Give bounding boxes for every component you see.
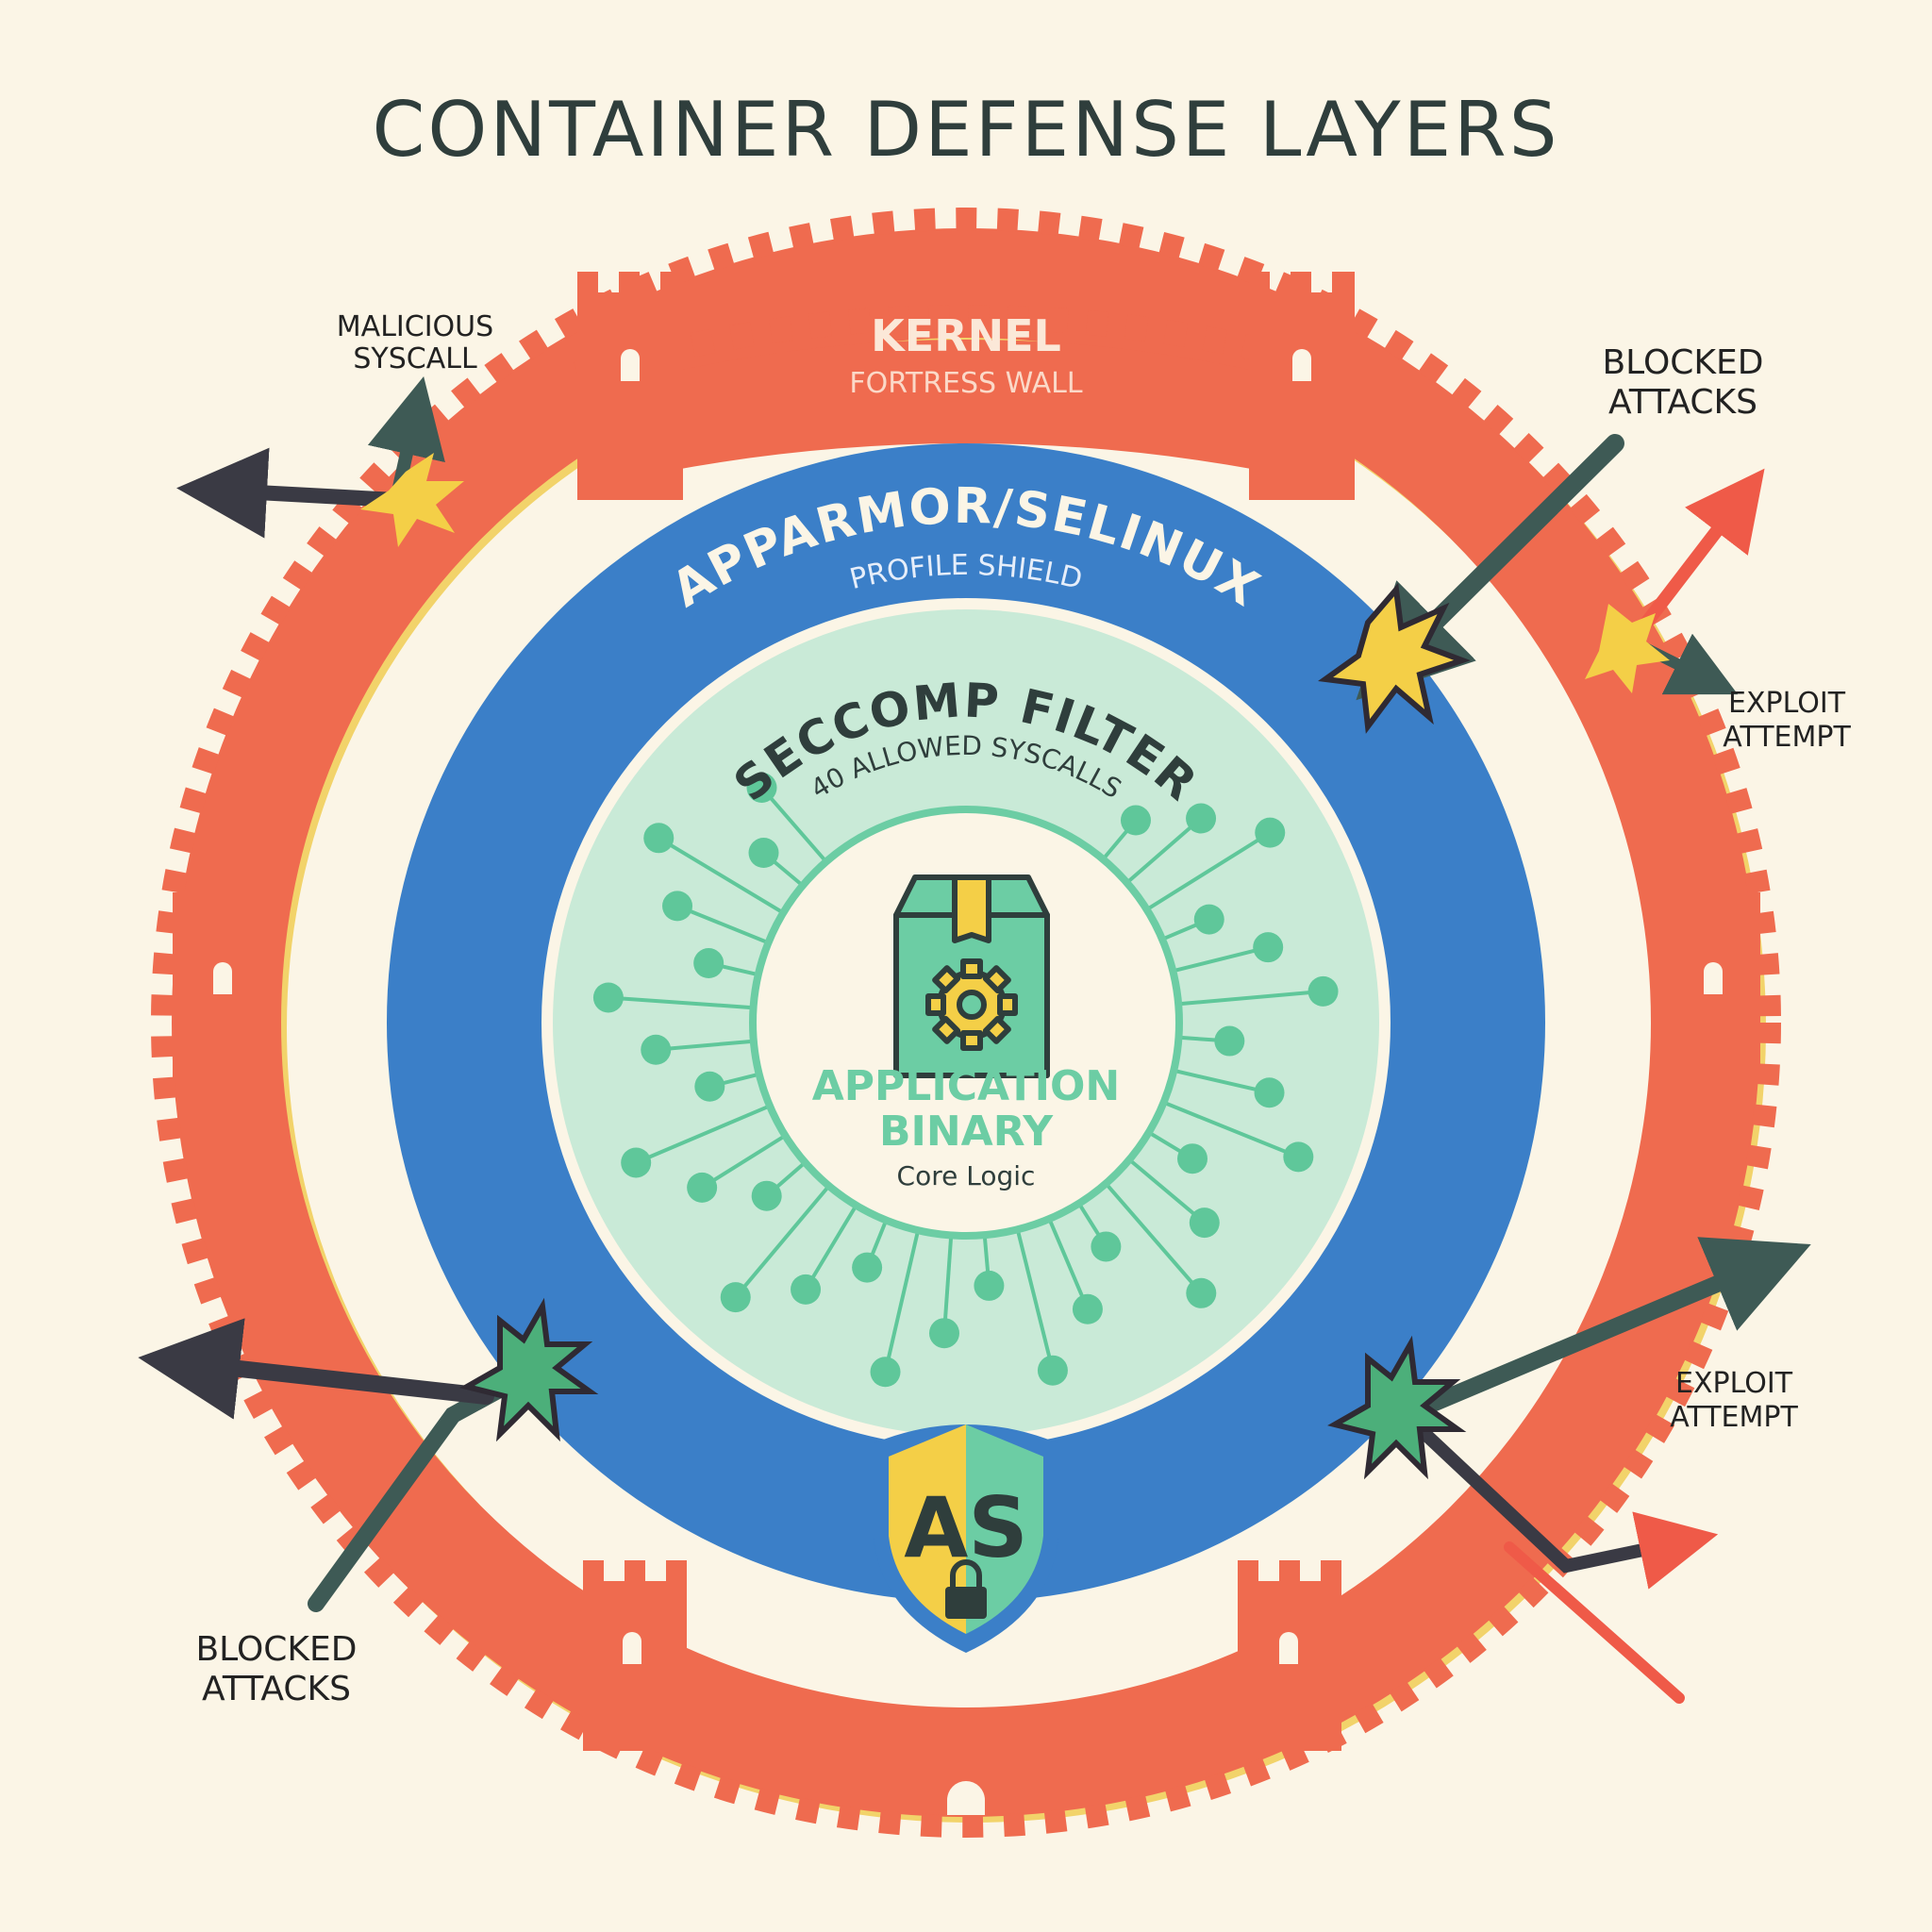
- syscall-node-group: [592, 772, 1339, 1388]
- tower-right: [1666, 892, 1760, 1083]
- syscall-node: [1186, 1277, 1217, 1308]
- syscall-node: [693, 948, 724, 979]
- syscall-link: [1172, 945, 1269, 974]
- syscall-node: [643, 823, 675, 854]
- syscall-link: [656, 1039, 755, 1052]
- tower-top-left: [577, 272, 683, 500]
- syscall-link: [734, 1184, 831, 1299]
- impact-burst-icon: [1585, 604, 1670, 693]
- syscall-node: [1037, 1355, 1068, 1386]
- syscall-node: [592, 982, 624, 1013]
- syscall-node: [1072, 1293, 1103, 1324]
- syscall-node: [1177, 1143, 1208, 1174]
- exploit-attempt-label-top: EXPLOIT: [1728, 687, 1846, 720]
- syscall-link: [1145, 830, 1272, 911]
- impact-burst-icon: [1327, 1335, 1467, 1480]
- syscall-node: [694, 1071, 725, 1102]
- syscall-link: [658, 836, 785, 915]
- syscall-link: [1015, 1228, 1055, 1372]
- syscall-node: [1255, 817, 1286, 848]
- syscall-link: [941, 1235, 954, 1334]
- syscall-node: [1091, 1231, 1122, 1262]
- exploit-attempt-label-bottom: ATTEMPT: [1670, 1401, 1798, 1434]
- malicious-syscall-label: SYSCALL: [353, 342, 477, 375]
- tower-top-right: [1249, 272, 1355, 500]
- kernel-label: KERNEL: [871, 310, 1061, 361]
- tower-bottom-left: [583, 1560, 687, 1751]
- syscall-link: [883, 1229, 921, 1373]
- syscall-node: [1253, 932, 1284, 963]
- syscall-link: [1127, 1158, 1207, 1224]
- syscall-link: [701, 1134, 787, 1190]
- syscall-node: [1193, 904, 1224, 935]
- impact-burst-icon: [1318, 582, 1471, 734]
- gate: [947, 1781, 985, 1815]
- syscall-link: [1047, 1218, 1090, 1310]
- syscall-node: [1189, 1208, 1220, 1239]
- gear-icon: [925, 958, 1018, 1051]
- syscall-node: [1120, 805, 1151, 836]
- syscall-node: [687, 1172, 718, 1203]
- application-label-line2: BINARY: [879, 1108, 1054, 1156]
- syscall-link: [1177, 989, 1324, 1007]
- blocked-attacks-label-top: ATTACKS: [1608, 383, 1757, 422]
- syscall-node: [1214, 1025, 1245, 1057]
- syscall-node: [791, 1274, 822, 1305]
- syscall-link: [804, 1204, 858, 1291]
- application-label-line1: APPLICATION: [812, 1062, 1121, 1110]
- tower-left: [173, 892, 267, 1083]
- exploit-arrow-bottom: [1397, 1237, 1811, 1424]
- diagram-title: CONTAINER DEFENSE LAYERS: [372, 86, 1559, 174]
- syscall-node: [746, 772, 777, 803]
- syscall-link: [635, 1104, 771, 1165]
- syscall-node: [1186, 803, 1217, 834]
- syscall-node: [1283, 1141, 1314, 1173]
- syscall-node: [621, 1147, 652, 1178]
- syscall-node: [852, 1252, 883, 1283]
- impact-burst-icon: [360, 453, 464, 547]
- syscall-link: [759, 786, 828, 863]
- attack-arrows: [138, 376, 1811, 1704]
- malicious-syscall-arrow: [176, 447, 404, 539]
- syscall-node: [751, 1180, 782, 1211]
- syscall-link: [1173, 1068, 1270, 1095]
- syscall-node: [928, 1318, 959, 1349]
- exploit-attempt-label-top: ATTEMPT: [1723, 721, 1851, 754]
- syscall-link: [676, 904, 770, 945]
- syscall-node: [662, 891, 693, 922]
- syscall-node: [720, 1282, 751, 1313]
- security-shield-badge: AS: [874, 1424, 1058, 1653]
- syscall-node: [870, 1357, 901, 1388]
- syscall-link: [1104, 1182, 1203, 1295]
- impact-burst-icon: [459, 1297, 599, 1442]
- syscall-node: [641, 1034, 672, 1065]
- malicious-syscall-label: MALICIOUS: [337, 310, 493, 343]
- blocked-attacks-label-top: BLOCKED: [1602, 343, 1763, 382]
- syscall-link: [608, 995, 754, 1010]
- syscall-node: [1254, 1077, 1285, 1108]
- syscall-link: [1125, 816, 1203, 885]
- application-sublabel: Core Logic: [897, 1160, 1036, 1191]
- syscall-node: [974, 1270, 1005, 1301]
- tower-bottom-right: [1238, 1560, 1341, 1751]
- blocked-attacks-label-bottom: BLOCKED: [195, 1630, 357, 1669]
- kernel-sublabel: FORTRESS WALL: [849, 367, 1083, 400]
- kernel-fortress-wall: [151, 208, 1781, 1838]
- syscall-node: [1307, 975, 1339, 1007]
- syscall-node: [748, 838, 779, 869]
- padlock-icon: [945, 1559, 987, 1619]
- container-box-icon: [893, 874, 1050, 1078]
- blocked-attacks-label-bottom: ATTACKS: [202, 1670, 351, 1708]
- exploit-attempt-label-bottom: EXPLOIT: [1675, 1367, 1793, 1400]
- syscall-link: [1162, 1100, 1300, 1159]
